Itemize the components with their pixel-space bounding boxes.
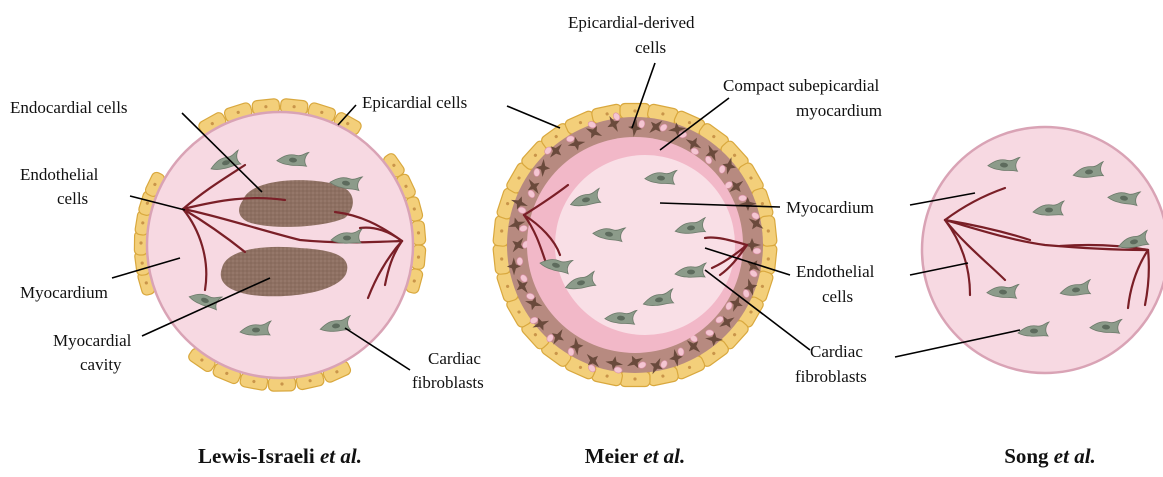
label-endothelial-line1: Endothelial (796, 262, 875, 281)
label-endothelial-line1: Endothelial (20, 165, 99, 184)
captions: Lewis-Israeli et al. Meier et al. Song e… (198, 444, 1096, 468)
myocardium-tissue (147, 112, 413, 378)
label-compact-line2: myocardium (796, 101, 882, 120)
caption-lewis-israeli: Lewis-Israeli et al. (198, 444, 362, 468)
label-cavity-line1: Myocardial (53, 331, 132, 350)
label-cavity-line2: cavity (80, 355, 122, 374)
epicardial-cell (620, 104, 650, 119)
organoid-meier (493, 103, 778, 386)
label-fibroblasts-line1: Cardiac (428, 349, 481, 368)
label-fibroblasts-line2: fibroblasts (412, 373, 484, 392)
label-epi-derived-line1: Epicardial-derived (568, 13, 695, 32)
label-endocardial-cells: Endocardial cells (10, 98, 128, 117)
label-myocardium: Myocardium (786, 198, 874, 217)
label-epi-derived-line2: cells (635, 38, 666, 57)
label-endothelial-line2: cells (57, 189, 88, 208)
label-epicardial-cells: Epicardial cells (362, 93, 467, 112)
label-endothelial-line2: cells (822, 287, 853, 306)
label-fibroblasts-line1: Cardiac (810, 342, 863, 361)
label-fibroblasts-line2: fibroblasts (795, 367, 867, 386)
label-myocardium: Myocardium (20, 283, 108, 302)
caption-meier: Meier et al. (585, 444, 686, 468)
myocardium-core (555, 155, 735, 335)
label-compact-line1: Compact subepicardial (723, 76, 880, 95)
organoid-lewis-israeli (134, 98, 426, 391)
caption-song: Song et al. (1004, 444, 1096, 468)
epicardial-cell (620, 372, 650, 387)
organoid-song (922, 127, 1163, 373)
